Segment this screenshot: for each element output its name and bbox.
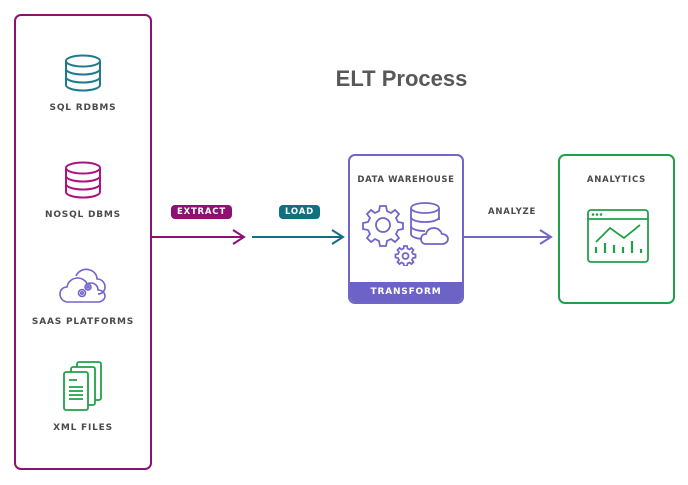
analytics-box: ANALYTICS [558,154,675,304]
nosql-database-icon [65,161,101,199]
data-warehouse-box: DATA WAREHOUSE TRANSFORM [348,154,464,304]
source-label-saas: SAAS PLATFORMS [31,317,135,327]
xml-documents-icon [63,361,102,411]
data-sources-panel: SQL RDBMS NOSQL DBMS SAAS PLATFORMS [14,14,152,470]
source-label-sql: SQL RDBMS [49,103,117,113]
extract-badge: EXTRACT [171,205,232,219]
diagram-title: ELT Process [335,66,468,91]
analyze-label: ANALYZE [488,207,537,217]
saas-cloud-gears-icon [59,268,106,303]
source-label-xml: XML FILES [53,423,113,433]
analytics-title: ANALYTICS [586,175,647,185]
analyze-arrow-head [539,229,553,245]
transform-footer: TRANSFORM [350,282,462,302]
warehouse-gears-database-icon [362,202,449,266]
load-arrow-head [331,229,345,245]
data-warehouse-title: DATA WAREHOUSE [357,175,455,185]
extract-arrow-head [232,229,246,245]
sql-database-icon [65,54,101,92]
load-badge: LOAD [279,205,320,219]
flow-arrows [152,229,553,245]
source-label-nosql: NOSQL DBMS [45,210,121,220]
analytics-dashboard-icon [587,209,649,263]
